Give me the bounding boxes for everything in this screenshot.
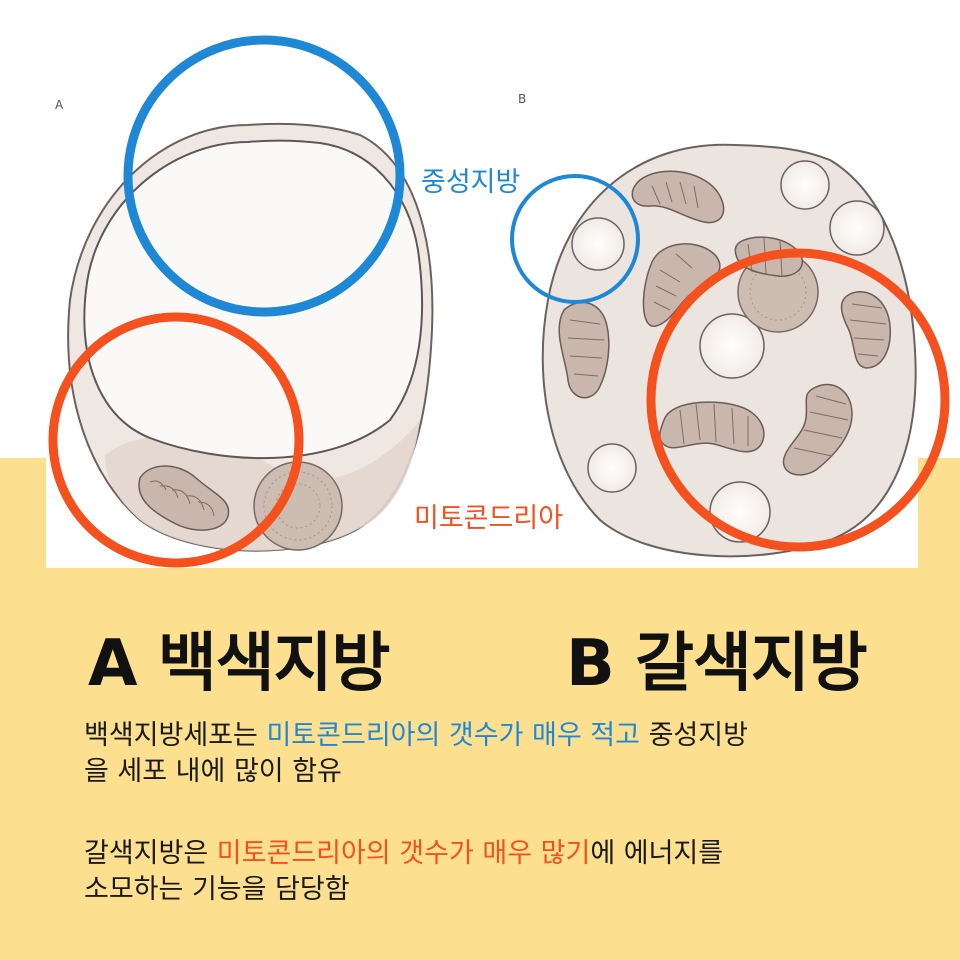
mitochondrion [840,291,891,369]
highlight-circle-fat-b [510,174,640,304]
text-span: 백색지방세포는 [84,720,267,751]
mito-annotation-label: 미토콘드리아 [414,503,564,534]
nucleus [253,461,343,551]
lipid-droplet [571,217,625,271]
lipid-droplet [829,200,885,256]
paragraph-brown-fat-line2: 소모하는 기능을 담당함 [84,874,350,905]
mitochondrion [782,383,853,476]
paragraph-white-fat: 백색지방세포는 미토콘드리아의 갯수가 매우 적고 중성지방 을 세포 내에 많… [84,718,944,790]
paragraph-brown-fat-line1: 갈색지방은 미토콘드리아의 갯수가 매우 많기에 에너지를 [84,836,944,872]
mitochondrion [659,401,765,453]
mitochondrion [138,465,230,531]
text-span: 중성지방 [639,720,748,751]
highlight-text-red: 미토콘드리아의 갯수가 매우 많기 [216,838,591,869]
highlight-circle-fat-a [123,35,405,317]
lipid-droplet [587,443,637,493]
paragraph-white-fat-line2: 을 세포 내에 많이 함유 [84,756,342,787]
panel-a-letter: A [55,98,64,112]
brown-fat-cell [541,143,917,558]
highlight-text-blue: 미토콘드리아의 갯수가 매우 적고 [266,720,640,751]
mitochondrion [558,301,610,399]
paragraph-white-fat-line1: 백색지방세포는 미토콘드리아의 갯수가 매우 적고 중성지방 [84,718,944,754]
highlight-circle-mito-b [646,248,950,552]
lipid-droplet [699,313,765,379]
heading-brown-fat: B 갈색지방 [566,627,868,701]
highlight-circle-mito-a [48,312,304,568]
lipid-droplet [780,160,830,210]
fat-annotation-label: 중성지방 [421,167,521,198]
heading-white-fat: A 백색지방 [88,627,390,701]
text-span: 갈색지방은 [84,838,217,869]
mitochondrion [631,170,725,224]
paragraph-brown-fat: 갈색지방은 미토콘드리아의 갯수가 매우 많기에 에너지를 소모하는 기능을 담… [84,836,944,908]
panel-b-letter: B [518,92,527,106]
text-span: 에 에너지를 [590,838,724,869]
lipid-droplet-large [83,139,424,460]
